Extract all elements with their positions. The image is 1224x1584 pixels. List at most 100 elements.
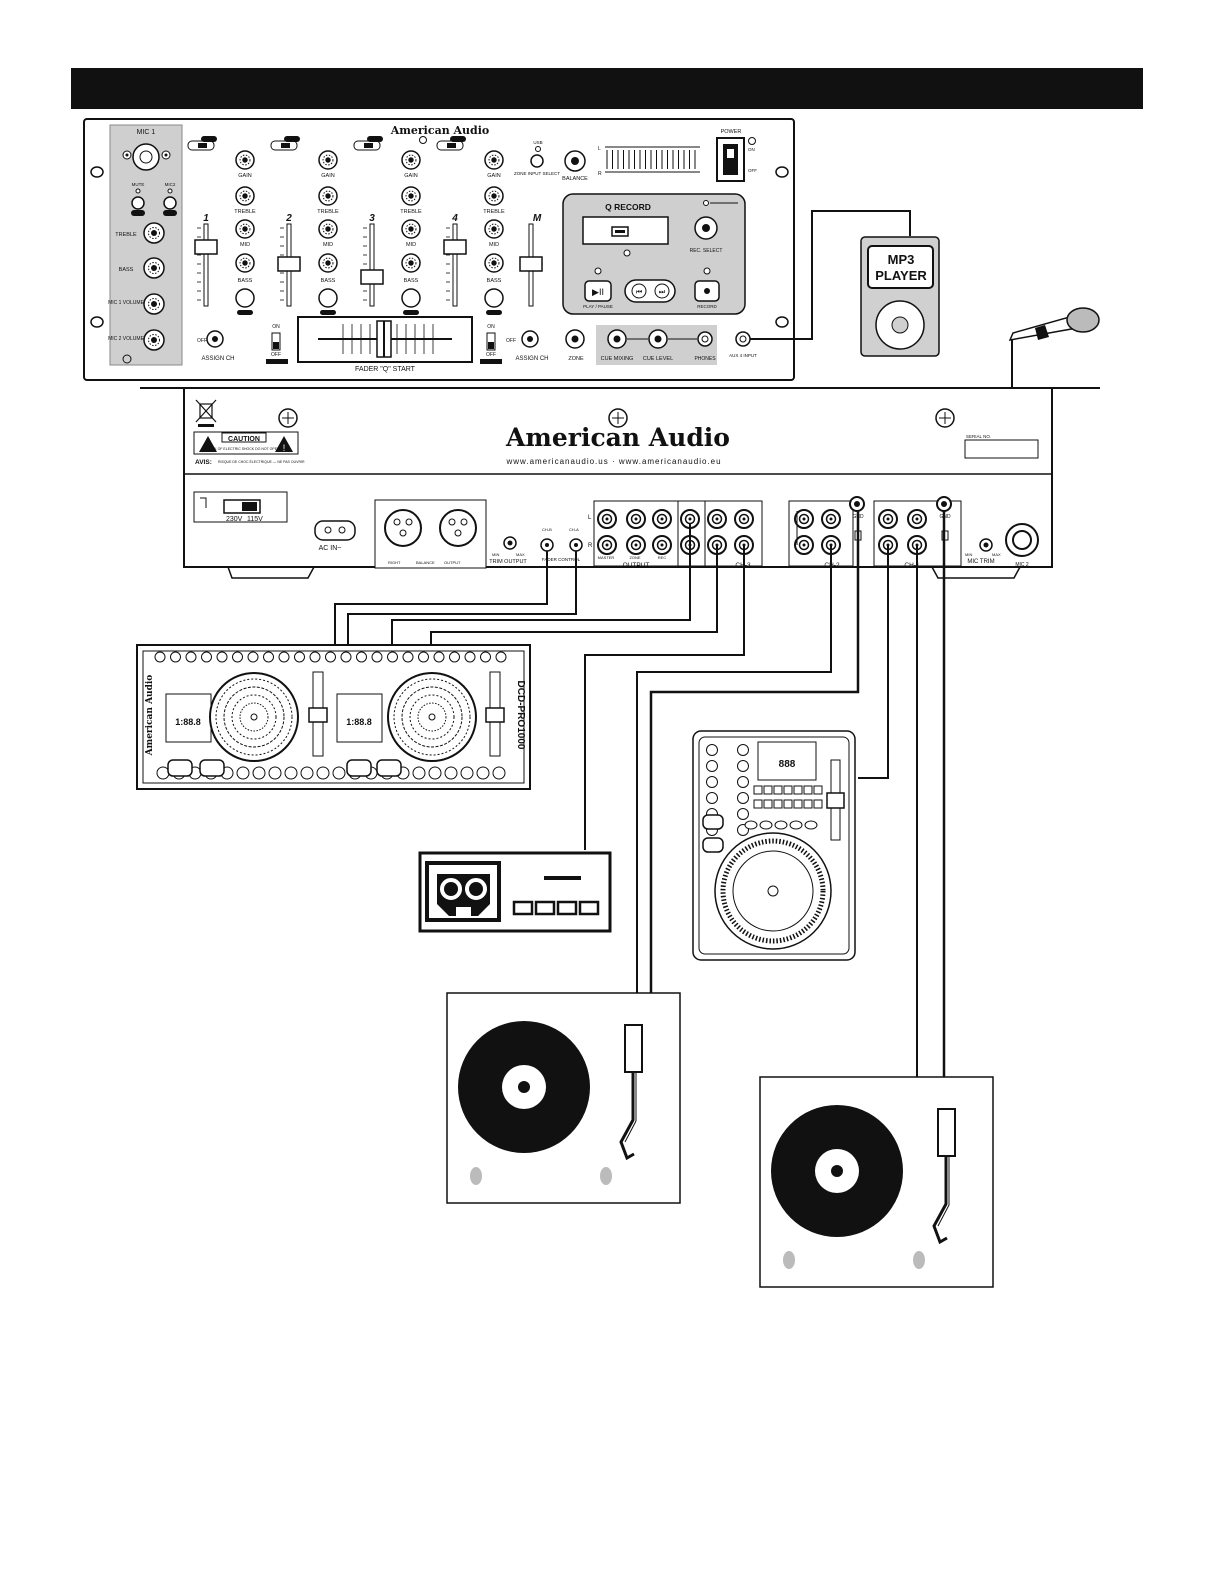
single-cd-function-button[interactable] (774, 820, 788, 830)
bass-knob-2[interactable] (318, 253, 338, 273)
jog-wheel-b[interactable] (387, 672, 477, 762)
channel-fader-2[interactable] (277, 256, 301, 272)
dual-cd-top-button[interactable] (294, 651, 305, 663)
single-cd-hotcue-button[interactable] (813, 799, 823, 809)
dual-cd-top-button[interactable] (495, 651, 507, 663)
rca-zone-l[interactable] (626, 509, 646, 529)
dual-cd-bottom-button[interactable] (284, 766, 298, 780)
dual-cd-bottom-button[interactable] (252, 766, 266, 780)
dual-cd-bottom-button[interactable] (428, 766, 442, 780)
aux4-input-jack[interactable] (735, 331, 751, 347)
dual-cd-top-button[interactable] (170, 651, 181, 663)
dual-cd-top-button[interactable] (464, 651, 476, 663)
dual-cd-top-button[interactable] (402, 651, 414, 663)
dual-cd-top-button[interactable] (309, 651, 321, 663)
xlr-out-right[interactable] (384, 509, 422, 547)
mic1-mute-button[interactable] (131, 196, 145, 210)
dual-cd-top-button[interactable] (371, 651, 383, 663)
cue-button-1[interactable] (235, 288, 255, 308)
cue-button-2[interactable] (318, 288, 338, 308)
dual-cd-top-button[interactable] (154, 651, 166, 663)
mid-knob-2[interactable] (318, 219, 338, 239)
dual-cd-top-button[interactable] (418, 651, 429, 663)
gain-knob-2[interactable] (318, 150, 338, 170)
single-cd-side-button[interactable] (737, 760, 749, 772)
rca-rec-r[interactable] (652, 535, 672, 555)
tape-button-3[interactable] (556, 900, 578, 916)
single-cd-side-button[interactable] (706, 760, 718, 772)
mic-treble-knob[interactable] (143, 222, 165, 244)
mic2-volume-knob[interactable] (143, 329, 165, 351)
mic1-volume-knob[interactable] (143, 293, 165, 315)
dual-cd-transport-button[interactable] (346, 759, 372, 777)
treble-knob-1[interactable] (235, 186, 255, 206)
dual-cd-top-button[interactable] (247, 651, 259, 663)
dual-cd-bottom-button[interactable] (156, 766, 170, 780)
single-cd-jog-wheel[interactable] (714, 832, 832, 950)
channel-fader-1[interactable] (194, 239, 218, 255)
treble-knob-4[interactable] (484, 186, 504, 206)
single-cd-hotcue-button[interactable] (813, 785, 823, 795)
rca-ch3-aux2-l[interactable] (734, 509, 754, 529)
dual-cd-bottom-button[interactable] (300, 766, 314, 780)
dual-cd-top-button[interactable] (449, 651, 460, 663)
dual-cd-bottom-button[interactable] (460, 766, 474, 780)
single-cd-side-button[interactable] (737, 792, 749, 804)
single-cd-side-button[interactable] (706, 744, 718, 756)
channel-fader-3[interactable] (360, 269, 384, 285)
dual-cd-transport-button[interactable] (199, 759, 225, 777)
dual-cd-top-button[interactable] (278, 651, 290, 663)
single-cd-side-button[interactable] (737, 776, 749, 788)
single-cd-function-button[interactable] (759, 820, 773, 830)
single-cd-hotcue-button[interactable] (753, 785, 763, 795)
phones-jack[interactable] (697, 331, 713, 347)
rca-ch2-line-l[interactable] (794, 509, 814, 529)
skip-back-button[interactable] (631, 283, 647, 299)
treble-knob-2[interactable] (318, 186, 338, 206)
tape-button-1[interactable] (512, 900, 534, 916)
channel-fader-4[interactable] (443, 239, 467, 255)
skip-forward-button[interactable] (654, 283, 670, 299)
mid-knob-3[interactable] (401, 219, 421, 239)
dual-cd-top-button[interactable] (232, 651, 243, 663)
rca-ch1-phono-l[interactable] (907, 509, 927, 529)
single-cd-hotcue-button[interactable] (763, 799, 773, 809)
dual-cd-top-button[interactable] (480, 651, 491, 663)
single-cd-function-button[interactable] (744, 820, 758, 830)
rca-ch2-phono-l[interactable] (821, 509, 841, 529)
single-cd-side-button[interactable] (706, 776, 718, 788)
single-cd-hotcue-button[interactable] (803, 799, 813, 809)
mid-knob-4[interactable] (484, 219, 504, 239)
rca-ch3-aux-l[interactable] (707, 509, 727, 529)
single-cd-hotcue-button[interactable] (753, 799, 763, 809)
play-pause-button[interactable] (584, 280, 612, 302)
single-cd-hotcue-button[interactable] (793, 799, 803, 809)
single-cd-hotcue-button[interactable] (783, 799, 793, 809)
tape-button-4[interactable] (578, 900, 600, 916)
dual-cd-bottom-button[interactable] (236, 766, 250, 780)
gain-knob-1[interactable] (235, 150, 255, 170)
rca-master-r[interactable] (597, 535, 617, 555)
ac-in-socket[interactable] (314, 520, 356, 541)
cue-button-3[interactable] (401, 288, 421, 308)
turntable-1-tonearm[interactable] (619, 1024, 643, 1161)
dual-cd-transport-button[interactable] (167, 759, 193, 777)
dual-cd-top-button[interactable] (340, 651, 352, 663)
master-fader[interactable] (519, 256, 543, 272)
mic-bass-knob[interactable] (143, 257, 165, 279)
mic2-mute-button[interactable] (163, 196, 177, 210)
dual-cd-top-button[interactable] (185, 651, 197, 663)
single-cd-side-button[interactable] (706, 792, 718, 804)
gain-knob-4[interactable] (484, 150, 504, 170)
bass-knob-3[interactable] (401, 253, 421, 273)
dual-cd-transport-button[interactable] (376, 759, 402, 777)
dual-cd-top-button[interactable] (433, 651, 445, 663)
single-cd-hotcue-button[interactable] (793, 785, 803, 795)
rca-zone-r[interactable] (626, 535, 646, 555)
mic1-xlr-jack[interactable] (132, 143, 160, 171)
dual-cd-bottom-button[interactable] (412, 766, 426, 780)
turntable-2-tonearm[interactable] (932, 1108, 956, 1245)
fader-start-switch-left[interactable] (271, 332, 281, 351)
single-cd-function-button[interactable] (804, 820, 818, 830)
fader-start-switch-right[interactable] (486, 332, 496, 351)
